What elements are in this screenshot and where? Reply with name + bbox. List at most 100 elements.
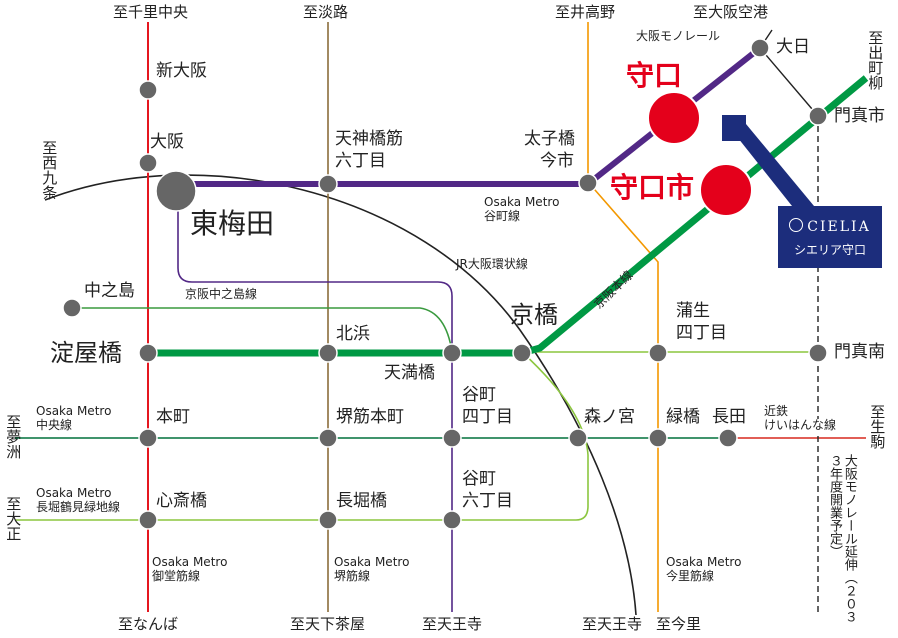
property-brand: CIELIA: [778, 218, 882, 235]
label-shin-osaka: 新大阪: [156, 61, 207, 81]
station-kyobashi: [512, 343, 532, 363]
dir-taisho: 至大正: [4, 496, 23, 541]
station-shin-osaka: [138, 80, 158, 100]
dir-awaji: 至淡路: [303, 3, 349, 21]
label-kadomashi: 門真市: [834, 106, 885, 126]
station-gamo: [648, 343, 668, 363]
label-osaka: 大阪: [150, 132, 184, 152]
label-tanimachi6-2: 六丁目: [462, 491, 513, 511]
property-marker: [722, 115, 746, 141]
label-imazatosuji-line-2: 今里筋線: [666, 569, 715, 583]
label-moriguchi: 守口: [626, 59, 683, 92]
label-yodoyabashi: 淀屋橋: [50, 339, 122, 367]
property-name: シエリア守口: [793, 243, 866, 257]
station-nagata: [718, 428, 738, 448]
property-box: CIELIA シエリア守口: [778, 206, 882, 268]
label-nakanoshima: 中之島: [84, 281, 135, 301]
station-kadomashi: [808, 106, 828, 126]
label-imazatosuji-line-1: Osaka Metro: [666, 555, 742, 569]
dir-imazato: 至今里: [656, 615, 702, 633]
dir-ikoma: 至生駒: [868, 404, 887, 449]
station-nakanoshima: [62, 298, 82, 318]
station-morinomiya: [568, 428, 588, 448]
label-kyobashi: 京橋: [510, 301, 558, 329]
label-tanimachi4-1: 谷町: [462, 385, 496, 405]
label-morinomiya: 森ノ宮: [584, 407, 635, 427]
label-gamo-1: 蒲生: [676, 301, 710, 321]
station-sakaisuji-hommachi: [318, 428, 338, 448]
label-tenjimbashisuji-2: 六丁目: [335, 151, 386, 171]
property-logo-icon: [789, 218, 804, 232]
label-chuo-line-1: Osaka Metro: [36, 404, 112, 418]
dir-osaka-airport: 至大阪空港: [693, 3, 769, 21]
station-shinsaibashi: [138, 510, 158, 530]
station-moriguchishi: [699, 163, 753, 217]
label-tanimachi6-1: 谷町: [462, 469, 496, 489]
label-sakaisuji-line-1: Osaka Metro: [334, 555, 410, 569]
station-tenjimbashisuji: [318, 174, 338, 194]
label-taishibashi-2: 今市: [540, 151, 574, 171]
nagahori-line: [15, 351, 589, 521]
property-pointer: [738, 124, 814, 206]
station-tanimachi6: [442, 510, 462, 530]
label-kintetsu-line-2: けいはんな線: [764, 418, 837, 433]
label-moriguchishi: 守口市: [610, 171, 695, 204]
label-tanimachi-line-2: 谷町線: [484, 209, 521, 223]
label-kitahama: 北浜: [336, 324, 370, 344]
station-temmabashi: [442, 343, 462, 363]
label-nagahori-line-2: 長堀鶴見緑地線: [36, 500, 121, 514]
loop-line: [44, 174, 637, 616]
label-kintetsu-line-1: 近鉄: [764, 404, 789, 419]
dir-tennoji-1: 至天王寺: [422, 615, 483, 633]
label-tanimachi-line-1: Osaka Metro: [484, 195, 560, 209]
label-nagahoribashi: 長堀橋: [336, 491, 387, 511]
label-midoribashi: 緑橋: [666, 407, 700, 427]
label-nagata: 長田: [712, 407, 746, 427]
label-keihan-nakanoshima: 京阪中之島線: [185, 287, 258, 301]
imazatosuji-line: [587, 22, 659, 612]
label-monorail: 大阪モノレール: [636, 29, 721, 43]
dir-demachiyanagi: 至出町柳: [866, 30, 885, 90]
label-shinsaibashi: 心斎橋: [156, 491, 207, 511]
label-higashi-umeda: 東梅田: [190, 207, 275, 240]
station-dainichi: [750, 38, 770, 58]
dir-namba: 至なんば: [118, 615, 179, 633]
label-temmabashi: 天満橋: [384, 363, 435, 383]
label-nagahori-line-1: Osaka Metro: [36, 486, 112, 500]
station-moriguchi: [647, 91, 701, 145]
station-tanimachi4: [442, 428, 462, 448]
station-osaka: [138, 153, 158, 173]
label-dainichi: 大日: [776, 37, 810, 57]
dir-yumeshima: 至夢洲: [4, 414, 23, 459]
dir-tengachaya: 至天下茶屋: [290, 615, 366, 633]
monorail-extension-note: 大阪モノレール延伸（２０３３年度開業予定）: [826, 454, 857, 624]
label-sakaisuji-line-2: 堺筋線: [334, 569, 371, 583]
dir-nishikujo: 至西九条: [40, 140, 59, 200]
label-kadomaminami: 門真南: [834, 342, 885, 362]
station-kitahama: [318, 343, 338, 363]
dir-itakano: 至井高野: [555, 3, 616, 21]
label-tanimachi4-2: 四丁目: [462, 407, 513, 427]
property-brand-text: CIELIA: [807, 219, 871, 235]
label-midosuji-line-1: Osaka Metro: [152, 555, 228, 569]
station-midoribashi: [648, 428, 668, 448]
station-hommachi: [138, 428, 158, 448]
label-hommachi: 本町: [156, 407, 190, 427]
label-chuo-line-2: 中央線: [36, 418, 73, 432]
station-higashi-umeda: [155, 170, 197, 212]
station-yodoyabashi: [138, 343, 158, 363]
label-midosuji-line-2: 御堂筋線: [152, 569, 201, 583]
tanimachi-south-line: [177, 188, 453, 612]
station-taishibashi: [578, 173, 598, 193]
dir-senri-chuo: 至千里中央: [113, 3, 189, 21]
label-sakaisuji-hommachi: 堺筋本町: [336, 407, 404, 427]
label-tenjimbashisuji-1: 天神橋筋: [335, 129, 403, 149]
monorail-line: [759, 47, 819, 117]
label-taishibashi-1: 太子橋: [524, 129, 575, 149]
station-kadomaminami: [808, 343, 828, 363]
keihan-nakanoshima-line: [72, 307, 453, 353]
station-nagahoribashi: [318, 510, 338, 530]
dir-tennoji-2: 至天王寺: [582, 615, 643, 633]
